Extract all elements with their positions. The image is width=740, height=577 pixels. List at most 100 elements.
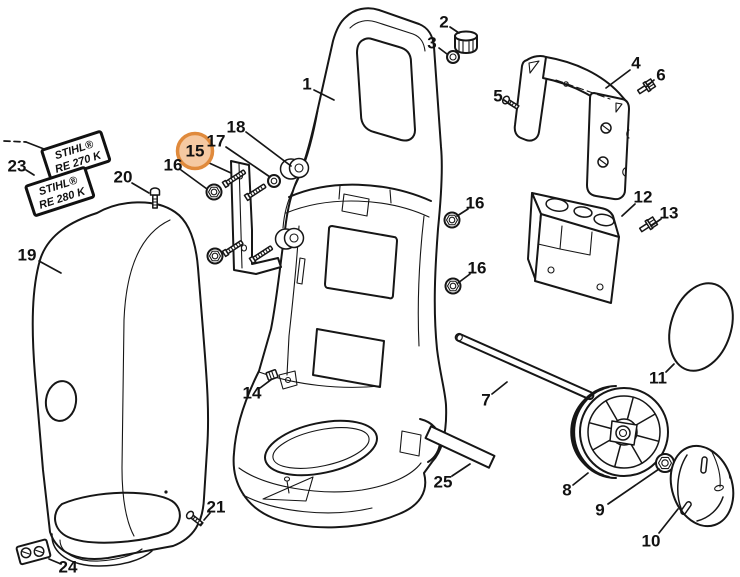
callout-leader-12[interactable] <box>621 203 636 217</box>
callout-7[interactable]: 7 <box>481 381 508 410</box>
callout-leader-11[interactable] <box>665 363 675 373</box>
callout-number-3[interactable]: 3 <box>427 34 436 53</box>
callout-12[interactable]: 12 <box>621 188 653 217</box>
callout-number-13[interactable]: 13 <box>660 204 679 223</box>
part-12-mount-bracket[interactable] <box>527 192 620 304</box>
callout-leader-18[interactable] <box>245 131 292 167</box>
part-16-nuts[interactable] <box>205 183 462 295</box>
callout-leader-2[interactable] <box>449 26 460 34</box>
callout-leader-9[interactable] <box>607 468 660 505</box>
part-8-wheel[interactable] <box>570 385 669 479</box>
part-19-cover[interactable] <box>31 201 210 567</box>
callout-11[interactable]: 11 <box>649 363 675 388</box>
part-15-studs[interactable] <box>221 169 274 265</box>
part-24-plate[interactable] <box>15 538 52 566</box>
callout-15[interactable]: 15 <box>175 131 232 174</box>
callout-number-16c[interactable]: 16 <box>468 259 487 278</box>
callout-number-17[interactable]: 17 <box>207 132 226 151</box>
callout-leader-5[interactable] <box>503 99 512 106</box>
callout-5[interactable]: 5 <box>493 87 512 106</box>
callout-number-24[interactable]: 24 <box>59 558 78 577</box>
mount-plate[interactable] <box>230 160 282 275</box>
callout-number-5[interactable]: 5 <box>493 87 502 106</box>
callout-leader-10[interactable] <box>658 508 679 534</box>
part-13-bolt[interactable] <box>638 216 659 235</box>
callout-leader-14[interactable] <box>259 378 273 389</box>
callout-23[interactable]: 23 <box>8 157 35 176</box>
part-5-screw[interactable] <box>501 95 520 111</box>
callout-leader-7[interactable] <box>491 381 508 395</box>
part-9-nut[interactable] <box>655 453 675 473</box>
callout-number-8[interactable]: 8 <box>562 481 571 500</box>
callout-number-9[interactable]: 9 <box>595 501 604 520</box>
callout-16a[interactable]: 16 <box>164 156 208 190</box>
callout-9[interactable]: 9 <box>595 468 660 520</box>
part-18-bushings[interactable] <box>274 157 310 250</box>
callout-leader-15[interactable] <box>206 161 232 174</box>
callout-leader-16a[interactable] <box>180 169 208 190</box>
callout-number-6[interactable]: 6 <box>656 66 665 85</box>
callout-leader-4[interactable] <box>605 69 631 89</box>
callout-8[interactable]: 8 <box>562 472 589 500</box>
callout-3[interactable]: 3 <box>427 34 448 55</box>
callout-number-20[interactable]: 20 <box>114 168 133 187</box>
part-21-screw[interactable] <box>185 510 204 527</box>
highlight-circle[interactable] <box>175 131 215 171</box>
callout-leader-20[interactable] <box>131 182 150 194</box>
callout-4[interactable]: 4 <box>605 54 641 89</box>
part-20-screw[interactable] <box>149 187 161 209</box>
callout-10[interactable]: 10 <box>642 508 679 551</box>
callout-17[interactable]: 17 <box>207 132 271 178</box>
callout-24[interactable]: 24 <box>48 558 78 577</box>
model-plate-re280k[interactable]: STIHL® RE 280 K <box>24 166 96 217</box>
callout-leader-1[interactable] <box>313 89 335 101</box>
callout-leader-23[interactable] <box>25 169 35 176</box>
callout-21[interactable]: 21 <box>203 498 226 521</box>
callout-leader-25[interactable] <box>451 463 471 477</box>
callout-16b[interactable]: 16 <box>456 194 485 217</box>
callout-number-2[interactable]: 2 <box>439 13 448 32</box>
callout-number-11[interactable]: 11 <box>649 369 667 388</box>
callout-leader-8[interactable] <box>572 472 589 486</box>
callout-leader-21[interactable] <box>203 512 211 521</box>
callout-number-12[interactable]: 12 <box>634 188 653 207</box>
part-2-cap[interactable] <box>454 30 478 54</box>
callout-number-15[interactable]: 15 <box>186 142 205 161</box>
callout-leader-6[interactable] <box>645 79 655 88</box>
part-14-clip[interactable] <box>265 369 279 381</box>
callout-number-16a[interactable]: 16 <box>164 156 183 175</box>
part-1-frame[interactable] <box>232 7 448 529</box>
part-17-washer[interactable] <box>267 174 281 188</box>
callout-number-4[interactable]: 4 <box>631 54 641 73</box>
callout-number-18[interactable]: 18 <box>227 118 246 137</box>
part-10-hubcap[interactable] <box>661 438 740 535</box>
callout-14[interactable]: 14 <box>243 378 273 403</box>
callout-19[interactable]: 19 <box>18 246 62 274</box>
callout-1[interactable]: 1 <box>302 75 335 101</box>
callout-number-1[interactable]: 1 <box>302 75 311 94</box>
callout-leader-13[interactable] <box>650 218 662 227</box>
callout-number-10[interactable]: 10 <box>642 532 661 551</box>
callout-leader-3[interactable] <box>438 47 448 55</box>
callout-number-7[interactable]: 7 <box>481 391 490 410</box>
callout-leader-16c[interactable] <box>457 273 471 284</box>
part-4-handle-bracket[interactable] <box>513 55 630 201</box>
callout-13[interactable]: 13 <box>650 204 679 227</box>
callout-number-14[interactable]: 14 <box>243 384 262 403</box>
callout-25[interactable]: 25 <box>434 463 471 492</box>
callout-number-23[interactable]: 23 <box>8 157 27 176</box>
callout-leader-24[interactable] <box>48 558 62 565</box>
callout-number-16b[interactable]: 16 <box>466 194 485 213</box>
part-3-oring[interactable] <box>446 50 460 64</box>
callout-leader-17[interactable] <box>225 146 271 178</box>
part-7-axle[interactable] <box>454 332 595 401</box>
callout-number-25[interactable]: 25 <box>434 473 453 492</box>
model-plate-re270k[interactable]: STIHL® RE 270 K <box>40 130 112 181</box>
callout-leader-16b[interactable] <box>456 208 469 217</box>
callout-18[interactable]: 18 <box>227 118 292 167</box>
callout-number-21[interactable]: 21 <box>207 498 226 517</box>
part-23-model-plates[interactable]: STIHL® RE 270 K STIHL® RE 280 K <box>24 130 112 217</box>
part-11-ring[interactable] <box>659 275 740 379</box>
callout-20[interactable]: 20 <box>114 168 150 194</box>
part-25-strip[interactable] <box>424 425 496 469</box>
